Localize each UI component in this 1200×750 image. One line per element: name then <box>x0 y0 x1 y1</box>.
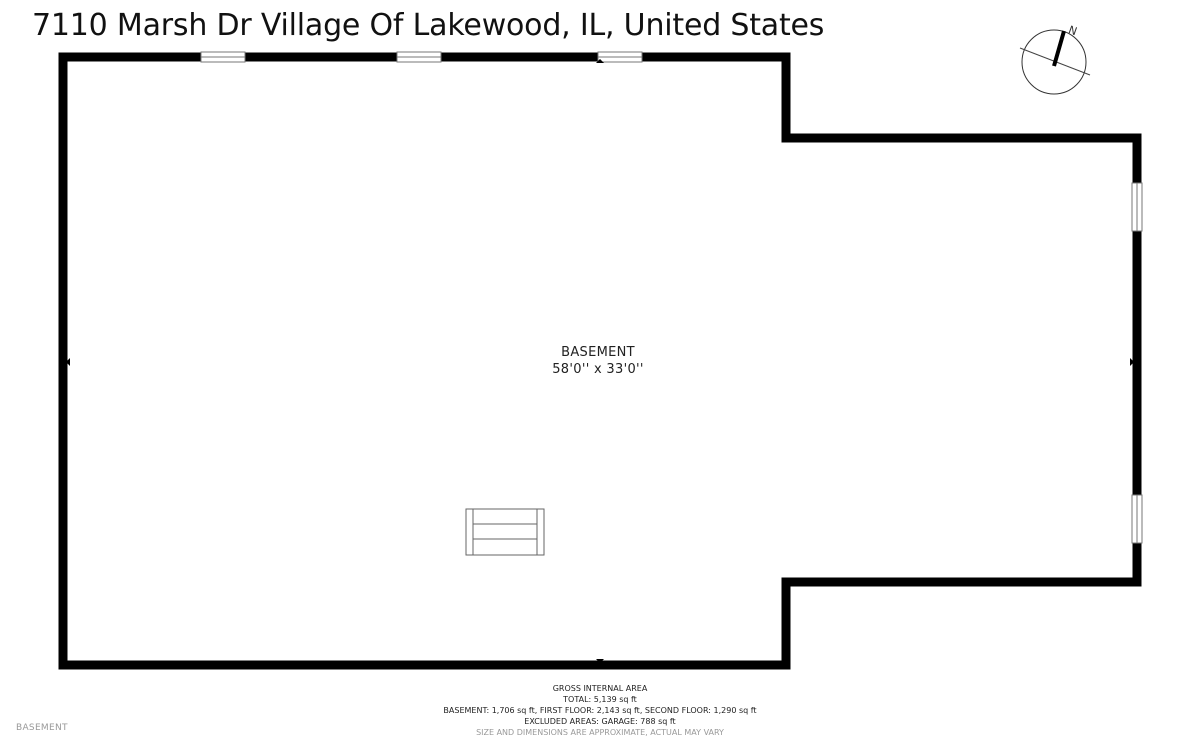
stairs <box>465 508 545 556</box>
window-right-2 <box>1131 494 1143 544</box>
room-name: BASEMENT <box>561 345 635 360</box>
dimension-marker-top <box>596 59 604 63</box>
window-top-3 <box>597 51 643 63</box>
window-right-1 <box>1131 182 1143 232</box>
window-top-1 <box>200 51 246 63</box>
room-dimensions: 58'0'' x 33'0'' <box>552 362 644 377</box>
dimension-marker-bottom <box>596 659 604 663</box>
dimension-markers <box>66 59 1134 663</box>
exterior-walls <box>58 52 1142 670</box>
area-total: TOTAL: 5,139 sq ft <box>563 695 637 704</box>
area-breakdown: BASEMENT: 1,706 sq ft, FIRST FLOOR: 2,14… <box>443 706 757 715</box>
area-heading: GROSS INTERNAL AREA <box>552 684 648 693</box>
floor-tag: BASEMENT <box>16 723 68 733</box>
north-arrow-compass-icon: N <box>1019 23 1091 95</box>
dimension-marker-right <box>1130 358 1134 366</box>
area-summary: GROSS INTERNAL AREA TOTAL: 5,139 sq ft B… <box>400 683 800 738</box>
window-top-2 <box>396 51 442 63</box>
plan-title: 7110 Marsh Dr Village Of Lakewood, IL, U… <box>32 8 825 43</box>
area-excluded: EXCLUDED AREAS: GARAGE: 788 sq ft <box>524 717 676 726</box>
compass-north-label: N <box>1067 23 1079 38</box>
dimension-marker-left <box>66 358 70 366</box>
area-disclaimer: SIZE AND DIMENSIONS ARE APPROXIMATE, ACT… <box>476 728 724 737</box>
